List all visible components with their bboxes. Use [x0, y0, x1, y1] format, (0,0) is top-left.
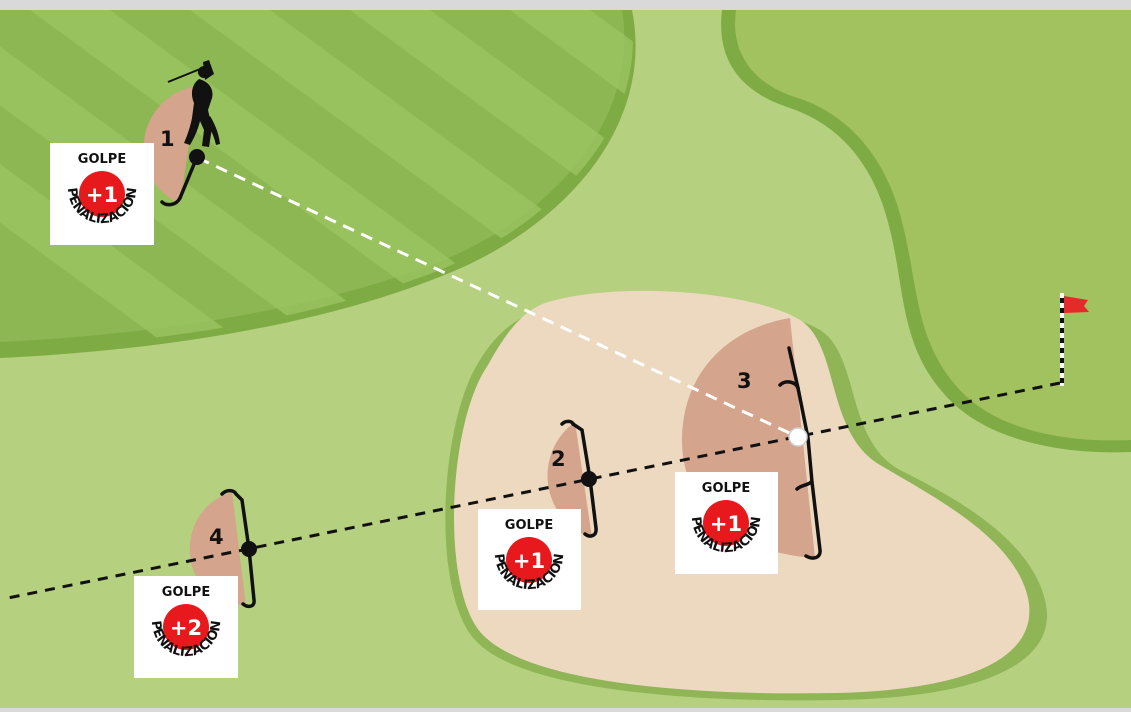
penalty-circle	[506, 537, 552, 583]
reference-point-2	[581, 471, 597, 487]
flag-icon	[1060, 293, 1089, 386]
club-measures	[160, 155, 822, 609]
club-measure-3	[787, 346, 822, 560]
reference-point-1	[189, 149, 205, 165]
shot-trajectory-line	[197, 156, 799, 439]
penalty-badge-4: +2 GOLPE PENALIZACION	[134, 576, 238, 678]
golfer-icon	[167, 60, 220, 147]
reference-point-4	[241, 541, 257, 557]
penalty-label-top: GOLPE	[702, 481, 750, 496]
penalty-badge-3: +1 GOLPE PENALIZACION	[675, 472, 778, 574]
penalty-label-top: GOLPE	[78, 152, 126, 167]
penalty-value: +2	[170, 616, 202, 640]
ball-icon	[788, 427, 808, 447]
penalty-label-top: GOLPE	[505, 518, 553, 533]
club-measure-2	[571, 422, 598, 538]
penalty-value: +1	[710, 512, 742, 536]
option-number-4: 4	[209, 525, 224, 549]
penalty-value: +1	[513, 549, 545, 573]
club-measure-4	[234, 492, 256, 609]
penalty-circle	[703, 500, 749, 546]
penalty-label-top: GOLPE	[162, 585, 210, 600]
top-border-bar	[0, 0, 1131, 10]
option-number-1: 1	[160, 127, 175, 151]
relief-area-1	[143, 86, 198, 204]
penalty-circle	[163, 604, 209, 650]
penalty-badge-1: +1 GOLPE PENALIZACION	[50, 143, 154, 245]
option-number-3: 3	[737, 369, 752, 393]
putting-green	[721, 10, 1131, 453]
penalty-badge-2: +1 GOLPE PENALIZACION	[478, 509, 581, 610]
option-number-2: 2	[551, 447, 566, 471]
penalty-value: +1	[86, 183, 118, 207]
penalty-circle	[79, 171, 125, 217]
